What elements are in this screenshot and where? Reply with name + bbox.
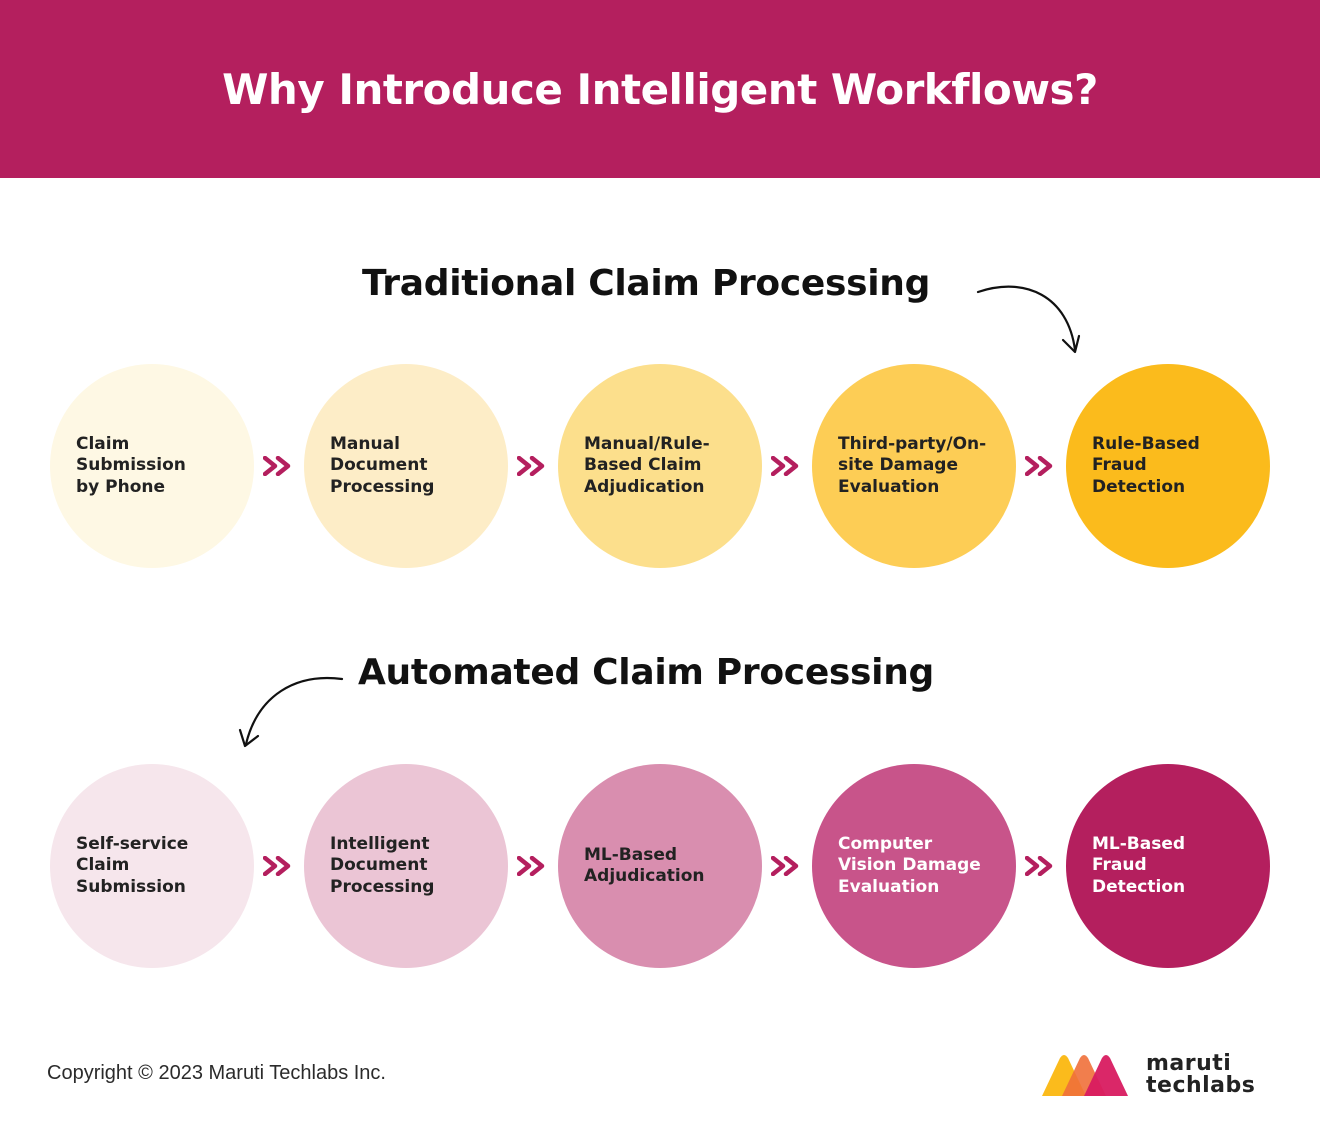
- step-label: Third-party/On- site Damage Evaluation: [838, 433, 987, 497]
- step-label: Self-service Claim Submission: [76, 833, 189, 897]
- automated-step-3: ML-Based Adjudication: [558, 764, 762, 968]
- logo-mark-icon: [1042, 1055, 1128, 1096]
- step-label: Rule-Based Fraud Detection: [1092, 433, 1200, 497]
- traditional-step-4: Third-party/On- site Damage Evaluation: [812, 364, 1016, 568]
- double-chevron-right-icon: [263, 856, 291, 876]
- double-chevron-right-icon: [771, 456, 799, 476]
- curved-arrow-icon: [238, 676, 344, 748]
- copyright-text: Copyright © 2023 Maruti Techlabs Inc.: [47, 1062, 386, 1084]
- automated-step-4: Computer Vision Damage Evaluation: [812, 764, 1016, 968]
- step-label: ML-Based Fraud Detection: [1092, 833, 1186, 897]
- page-title: Why Introduce Intelligent Workflows?: [222, 65, 1098, 114]
- traditional-step-5: Rule-Based Fraud Detection: [1066, 364, 1270, 568]
- double-chevron-right-icon: [1025, 856, 1053, 876]
- traditional-step-2: Manual Document Processing: [304, 364, 508, 568]
- traditional-step-3: Manual/Rule- Based Claim Adjudication: [558, 364, 762, 568]
- step-label: Manual Document Processing: [330, 433, 435, 497]
- double-chevron-right-icon: [517, 456, 545, 476]
- double-chevron-right-icon: [771, 856, 799, 876]
- traditional-section-title: Traditional Claim Processing: [362, 263, 931, 304]
- step-label: Computer Vision Damage Evaluation: [838, 833, 981, 897]
- automated-step-2: Intelligent Document Processing: [304, 764, 508, 968]
- double-chevron-right-icon: [1025, 456, 1053, 476]
- company-logo: maruti techlabs: [1040, 1050, 1280, 1102]
- traditional-step-1: Claim Submission by Phone: [50, 364, 254, 568]
- step-label: ML-Based Adjudication: [584, 844, 705, 887]
- logo-wordmark: maruti techlabs: [1146, 1053, 1255, 1097]
- step-label: Manual/Rule- Based Claim Adjudication: [584, 433, 710, 497]
- automated-section-title: Automated Claim Processing: [358, 652, 935, 693]
- automated-step-1: Self-service Claim Submission: [50, 764, 254, 968]
- step-label: Claim Submission by Phone: [76, 433, 186, 497]
- header-banner: Why Introduce Intelligent Workflows?: [0, 0, 1320, 178]
- logo-line-2: techlabs: [1146, 1073, 1256, 1098]
- curved-arrow-icon: [976, 285, 1081, 354]
- double-chevron-right-icon: [517, 856, 545, 876]
- double-chevron-right-icon: [263, 456, 291, 476]
- automated-step-5: ML-Based Fraud Detection: [1066, 764, 1270, 968]
- step-label: Intelligent Document Processing: [330, 833, 435, 897]
- logo-line-1: maruti: [1146, 1051, 1232, 1076]
